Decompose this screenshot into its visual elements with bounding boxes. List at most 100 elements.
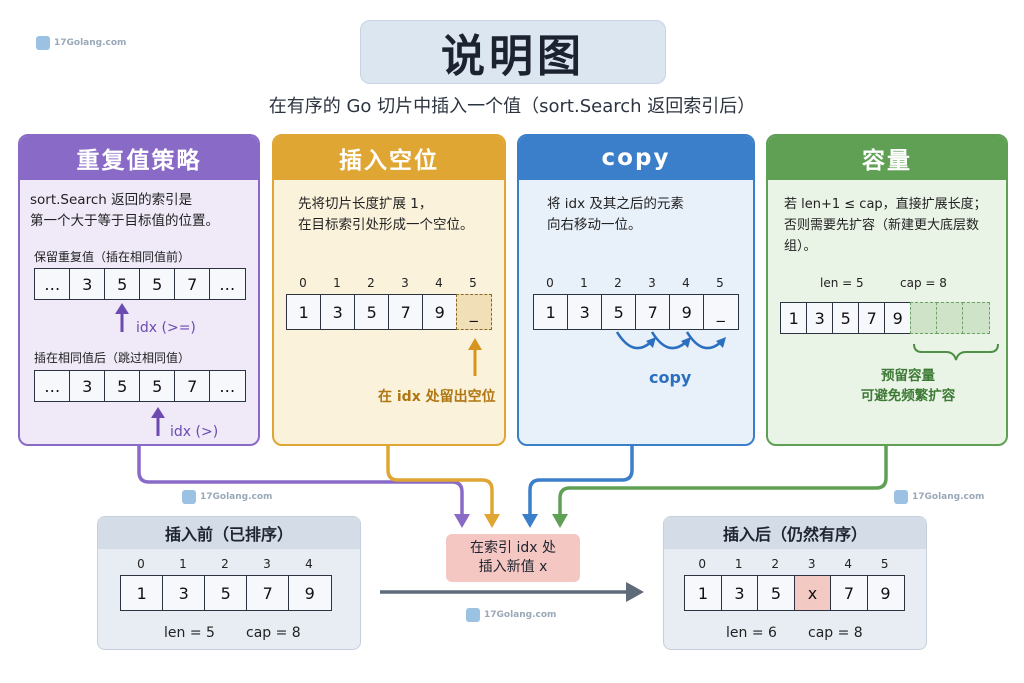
description-line: sort.Search 返回的索引是 [30, 192, 193, 208]
description-line: 将 idx 及其之后的元素 [547, 196, 684, 212]
slice-cell [962, 302, 990, 334]
panel-description: sort.Search 返回的索引是 第一个大于等于目标值的位置。 [30, 190, 219, 232]
arrowhead-icon [552, 514, 568, 528]
slice-cell: x [793, 575, 832, 611]
slice-cell: 5 [832, 302, 860, 334]
shift-arrow-icon [615, 331, 652, 350]
index-label: 4 [435, 276, 443, 290]
slice-cell: 7 [174, 370, 211, 402]
len-label: len = 6 [726, 625, 777, 641]
slice-cell [936, 302, 964, 334]
insert-step-box: 在索引 idx 处 插入新值 x [446, 534, 580, 582]
step-line: 在索引 idx 处 [470, 540, 556, 556]
sub-label: 保留重复值（插在相同值前） [34, 250, 191, 264]
connector-line [137, 446, 464, 516]
watermark-logo-icon [894, 490, 908, 504]
slice-cell: 9 [288, 575, 332, 611]
index-label: 2 [221, 557, 229, 571]
panel-description: 若 len+1 ≤ cap，直接扩展长度； 否则需要先扩容（新建更大底层数组）。 [784, 194, 1006, 257]
panel-arrows [468, 338, 482, 376]
slice-cell: … [209, 268, 246, 300]
slice-cell: 7 [830, 575, 868, 611]
slice-cell: 7 [388, 294, 424, 330]
slice-cell: _ [703, 294, 739, 330]
index-label: 2 [367, 276, 375, 290]
panel-header: copy [519, 136, 753, 180]
shift-arrow-icon [685, 331, 722, 350]
panel-arrows [615, 331, 726, 350]
slice-cell: … [209, 370, 246, 402]
page-title: 说明图 [360, 20, 666, 84]
slice-cell: 5 [104, 370, 141, 402]
watermark: 17Golang.com [36, 36, 126, 50]
watermark: 17Golang.com [182, 490, 272, 504]
slice-cell: 5 [139, 268, 176, 300]
panel-description: 先将切片长度扩展 1， 在目标索引处形成一个空位。 [298, 194, 474, 236]
watermark: 17Golang.com [894, 490, 984, 504]
index-label: 1 [580, 276, 588, 290]
connector-line [528, 446, 634, 516]
panel-arrows [115, 303, 165, 436]
index-label: 3 [263, 557, 271, 571]
watermark-text: 17Golang.com [484, 610, 557, 620]
index-label: 2 [614, 276, 622, 290]
index-label: 4 [844, 557, 853, 571]
watermark-logo-icon [36, 36, 50, 50]
idx-label: idx (>=) [136, 320, 196, 336]
index-label: 0 [698, 557, 707, 571]
slice-cell: 1 [780, 302, 808, 334]
index-label: 3 [648, 276, 656, 290]
cap-label: cap = 8 [900, 276, 947, 290]
slice-cell: 3 [806, 302, 834, 334]
connector-line [386, 446, 494, 516]
arrowhead-icon [681, 337, 691, 348]
description-line: 若 len+1 ≤ cap，直接扩展长度； [784, 197, 987, 212]
arrowhead-icon [454, 514, 470, 528]
sub-label: 插在相同值后（跳过相同值） [34, 351, 191, 365]
shift-arrow-icon [650, 331, 687, 350]
index-label: 1 [734, 557, 743, 571]
slice-cell: 5 [139, 370, 176, 402]
slice-cell: _ [456, 294, 492, 330]
panel-header: 容量 [768, 136, 1006, 180]
caption-line: 可避免频繁扩容 [860, 388, 956, 404]
slice-cell: 7 [174, 268, 211, 300]
slice-cell: 5 [354, 294, 390, 330]
up-arrow-icon [151, 407, 165, 436]
description-line: 先将切片长度扩展 1， [298, 196, 433, 212]
description-line: 第一个大于等于目标值的位置。 [30, 213, 219, 229]
right-arrow-icon [626, 582, 644, 602]
watermark-text: 17Golang.com [54, 38, 127, 48]
cap-label: cap = 8 [808, 625, 863, 641]
len-label: len = 5 [164, 625, 215, 641]
slice-cell: 9 [884, 302, 912, 334]
arrowhead-icon [484, 514, 500, 528]
watermark-logo-icon [466, 608, 480, 622]
connector-line [558, 446, 888, 516]
watermark-text: 17Golang.com [200, 492, 273, 502]
box-header: 插入前（已排序） [98, 517, 360, 549]
up-arrow-icon [468, 338, 482, 376]
index-label: 3 [401, 276, 409, 290]
arrowhead-icon [522, 514, 538, 528]
slice-cell: 3 [320, 294, 356, 330]
description-line: 向右移动一位。 [547, 217, 642, 233]
slice-cell: … [34, 370, 71, 402]
slice-cell: 3 [69, 370, 106, 402]
watermark-text: 17Golang.com [912, 492, 985, 502]
panel-description: 将 idx 及其之后的元素 向右移动一位。 [547, 194, 684, 236]
slice-cell: 9 [866, 575, 905, 611]
index-label: 5 [716, 276, 724, 290]
index-label: 4 [305, 557, 313, 571]
